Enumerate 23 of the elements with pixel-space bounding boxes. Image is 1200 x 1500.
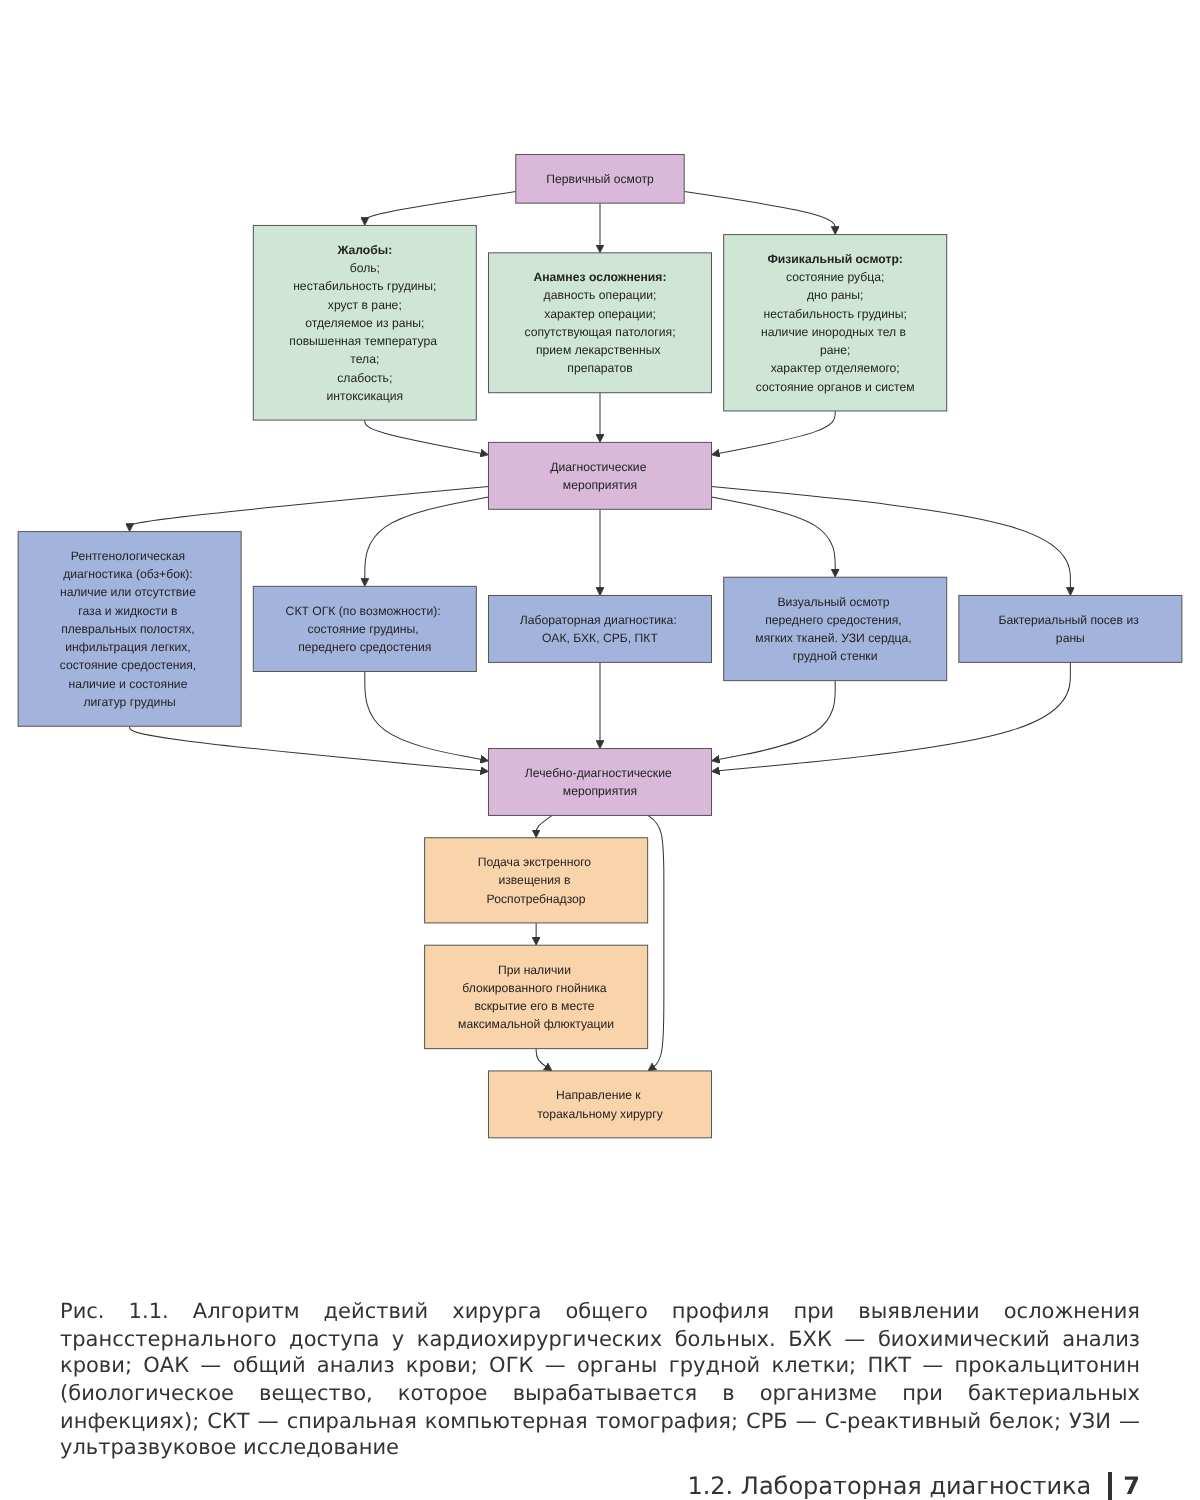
arrow (125, 485, 489, 532)
arrow (683, 191, 840, 235)
arrow (535, 1048, 553, 1072)
arrow (595, 202, 605, 254)
arrow (595, 392, 605, 443)
arrow (711, 410, 836, 458)
arrow (531, 922, 541, 946)
arrow (129, 725, 489, 776)
arrow (711, 496, 840, 578)
arrow (364, 419, 489, 458)
arrow (711, 680, 836, 764)
arrow (647, 814, 665, 1072)
page-number: 7 (1107, 1472, 1140, 1500)
arrow (360, 191, 517, 226)
arrow (711, 661, 1071, 776)
arrow (531, 814, 553, 839)
arrow (360, 496, 489, 587)
figure-caption: Рис. 1.1. Алгоритм действий хирурга общего профиля при выявлении осложнения трансстернального доступа у кардиохирургических больных. БХК — биохимический анализ крови; ОАК — общий анализ крови; ОГК — органы грудной клетки; ПКТ — прокальцитонин (биологическое вещество, которое вырабатывается в организме при бактериальных инфекциях); СКТ — спиральная компьютерная томография; СРБ — С-реактивный белок; УЗИ — ультразвуковое исследование (60, 1300, 1140, 1464)
running-header: 1.2. Лабораторная диагностика (687, 1472, 1092, 1500)
arrow (711, 485, 1075, 596)
arrow (364, 671, 489, 764)
arrow (595, 661, 605, 749)
arrow (595, 508, 605, 596)
